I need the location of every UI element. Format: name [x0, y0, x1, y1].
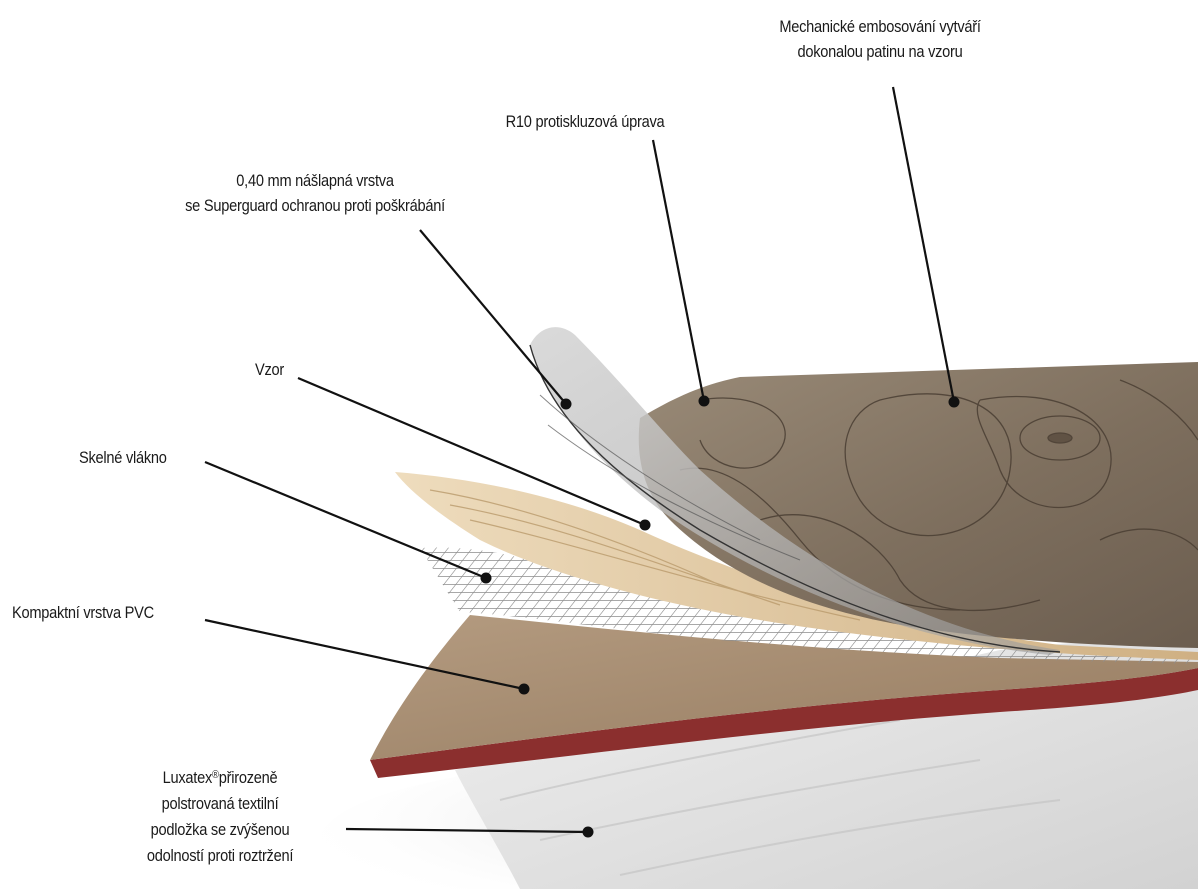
- label-wear-layer-line1: 0,40 mm nášlapná vrstva: [143, 168, 487, 193]
- label-backing: Luxatex®přirozeně polstrovaná textilní p…: [117, 762, 323, 869]
- leader-dot-backing: [583, 827, 594, 838]
- label-backing-line1: Luxatex®přirozeně: [117, 762, 323, 791]
- label-wear-layer: 0,40 mm nášlapná vrstva se Superguard oc…: [143, 168, 487, 218]
- label-pattern: Vzor: [255, 357, 284, 382]
- leader-dot-embossing: [949, 397, 960, 408]
- leader-line-antislip: [653, 140, 704, 401]
- label-antislip: R10 protiskluzová úprava: [486, 109, 684, 134]
- registered-mark: ®: [212, 769, 219, 781]
- leader-line-wear-layer: [420, 230, 566, 404]
- label-fiberglass: Skelné vlákno: [79, 445, 167, 470]
- leader-dot-fiberglass: [481, 573, 492, 584]
- leader-dot-pattern: [640, 520, 651, 531]
- leader-dot-wear-layer: [561, 399, 572, 410]
- label-wear-layer-line2: se Superguard ochranou proti poškrábání: [143, 193, 487, 218]
- leader-dot-antislip: [699, 396, 710, 407]
- leader-dot-pvc: [519, 684, 530, 695]
- label-backing-line2: polstrovaná textilní: [117, 791, 323, 817]
- leader-line-embossing: [893, 87, 954, 402]
- label-embossing-line1: Mechanické embosování vytváří: [725, 14, 1035, 39]
- label-pvc: Kompaktní vrstva PVC: [12, 600, 154, 625]
- label-backing-line3: podložka se zvýšenou: [117, 817, 323, 843]
- label-embossing-line2: dokonalou patinu na vzoru: [725, 39, 1035, 64]
- label-backing-brand: Luxatex: [163, 768, 212, 787]
- label-backing-line1-rest: přirozeně: [219, 768, 278, 787]
- label-backing-line4: odolností proti roztržení: [117, 843, 323, 869]
- label-embossing: Mechanické embosování vytváří dokonalou …: [725, 14, 1035, 64]
